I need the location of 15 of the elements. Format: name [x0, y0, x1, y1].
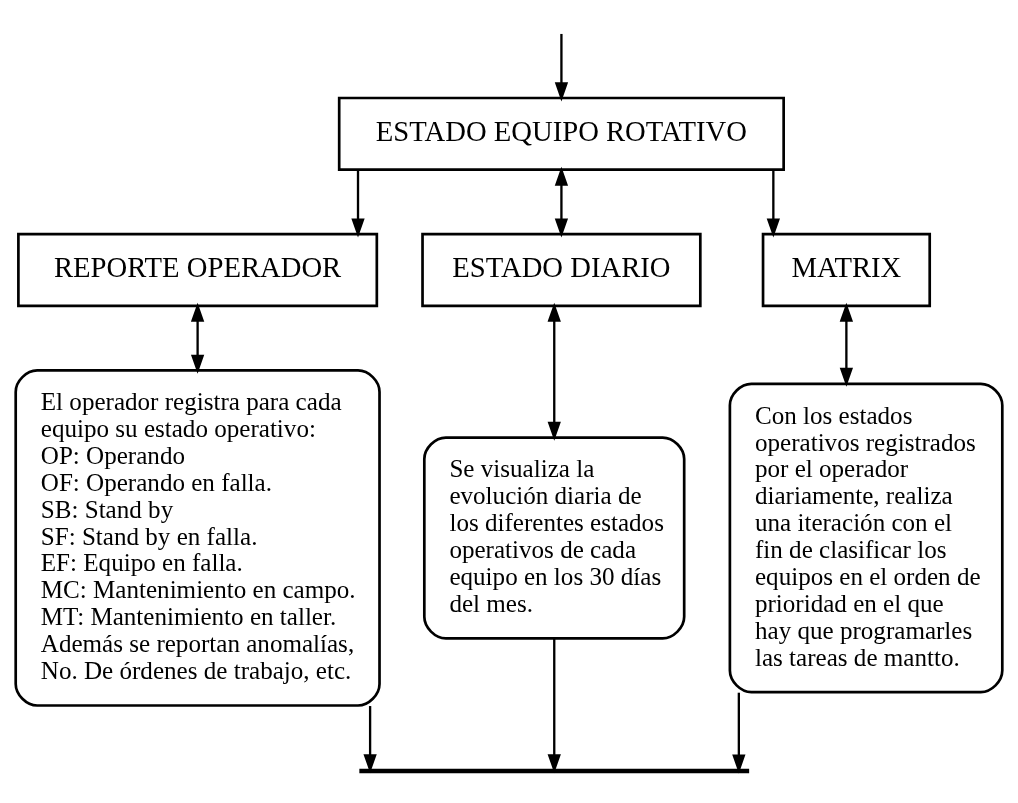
arrow — [351, 169, 365, 237]
node-box: MATRIX — [761, 232, 932, 307]
node-box: REPORTE OPERADOR — [17, 232, 379, 307]
node-box: Con los estados operativos registrados por el operador diariamente, realiza una iteración con el fin de clasificar los equipos en el orden de prioridad en el que hay que programarles las tareas de mantto. — [728, 382, 1004, 693]
node-box: ESTADO EQUIPO ROTATIVO — [337, 96, 785, 171]
arrow — [554, 33, 569, 101]
arrow — [547, 302, 561, 441]
arrow — [732, 692, 746, 774]
node-box: ESTADO DIARIO — [421, 232, 702, 307]
node-box: Se visualiza la evolución diaria de los diferentes estados operativos de cada equipo en los 30 días del mes. — [422, 435, 686, 640]
arrow — [190, 302, 205, 374]
arrow — [554, 166, 569, 237]
arrow — [839, 302, 854, 387]
node-box: El operador registra para cada equipo su estado operativo: OP: Operando OF: Operando en falla. SB: Stand by SF: Stand by en falla. EF: Equipo en falla. MC: Mantenimiento en campo. MT: Mantenimiento en taller. Además se reportan anomalías, No. De órdenes de trabajo, etc. — [14, 368, 381, 707]
arrow — [766, 169, 780, 237]
